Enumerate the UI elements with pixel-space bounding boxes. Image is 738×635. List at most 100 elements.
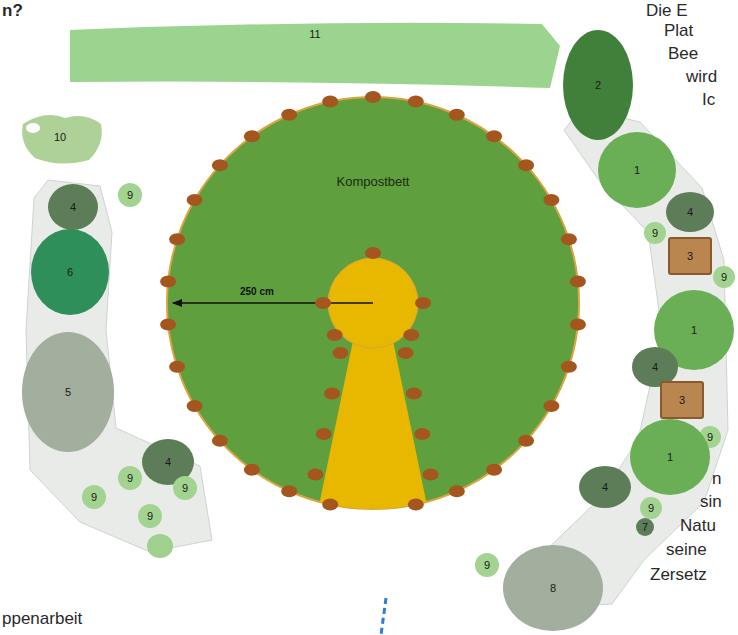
plant-circle: 7 [636, 518, 654, 536]
callout-number: 6 [67, 266, 73, 278]
border-stone [315, 297, 331, 309]
border-stone [518, 435, 534, 447]
callout-number: 9 [147, 510, 153, 522]
callout-number: 1 [667, 451, 673, 463]
border-stone [160, 319, 176, 331]
text-fragment: Bee [668, 45, 698, 64]
border-stone [281, 485, 297, 497]
callout-number: 9 [127, 472, 133, 484]
callout-number: 9 [127, 189, 133, 201]
border-stone [160, 276, 176, 288]
text-fragment: wird [686, 68, 717, 87]
plant-circle: 9 [475, 553, 499, 577]
plant-circle: 9 [640, 497, 662, 519]
text-fragment: Die E [646, 2, 688, 21]
plant-circle: 4 [48, 184, 98, 230]
border-stone [322, 96, 338, 108]
border-stone [408, 96, 424, 108]
border-stone [316, 428, 332, 440]
plant-circle: 9 [713, 266, 735, 288]
text-fragment: Zersetz [650, 566, 707, 585]
callout-number: 9 [707, 431, 713, 443]
callout-number: 7 [642, 521, 648, 533]
compost-shape [165, 95, 581, 511]
plant-square: 3 [668, 237, 712, 275]
bed-hole [26, 123, 40, 133]
dimension-label: 250 cm [240, 286, 274, 297]
text-fragment: n? [2, 2, 23, 21]
border-stone [408, 499, 424, 511]
border-stone [570, 276, 586, 288]
border-stone [543, 194, 559, 206]
border-stone [322, 499, 338, 511]
small-plant [147, 534, 173, 558]
callout-number: 11 [309, 28, 320, 40]
bed-fill [22, 115, 102, 163]
border-stone [169, 233, 185, 245]
plant-circle: 9 [173, 476, 197, 500]
dashed-mark [381, 598, 386, 635]
callout-number: 4 [652, 361, 658, 373]
border-stone [365, 247, 381, 259]
plant-circle: 1 [598, 132, 676, 208]
border-stone [398, 347, 414, 359]
callout-number: 9 [652, 227, 658, 239]
band-fill [70, 23, 560, 88]
keyhole-path [317, 331, 429, 515]
border-stone [169, 361, 185, 373]
border-stone [281, 109, 297, 121]
bed-name: Kompostbett [165, 175, 581, 189]
plant-circle: 4 [579, 466, 631, 508]
plant-circle: 4 [666, 192, 714, 232]
bed-area: 10 [15, 110, 105, 165]
border-stone [212, 435, 228, 447]
border-stone [187, 194, 203, 206]
callout-number: 3 [679, 394, 685, 406]
callout-number: 4 [165, 456, 171, 468]
callout-number: 9 [182, 482, 188, 494]
callout-number: 4 [70, 201, 76, 213]
callout-number: 9 [484, 559, 490, 571]
border-stone [414, 428, 430, 440]
callout-number: 10 [54, 131, 66, 143]
border-stone [486, 464, 502, 476]
callout-number: 9 [91, 491, 97, 503]
border-stone [406, 388, 422, 400]
border-stone [423, 469, 439, 481]
plant-circle: 9 [644, 222, 666, 244]
callout-number: 4 [687, 206, 693, 218]
border-stone [486, 130, 502, 142]
plant-circle: 9 [82, 485, 106, 509]
callout-number: 9 [721, 271, 727, 283]
border-stone [403, 329, 419, 341]
callout-number: 3 [687, 250, 693, 262]
text-fragment: Plat [664, 22, 693, 41]
border-stone [212, 159, 228, 171]
border-stone [307, 469, 323, 481]
text-fragment: Natu [680, 517, 716, 536]
text-fragment: seine [666, 541, 707, 560]
border-stone [570, 319, 586, 331]
plant-circle: 5 [22, 332, 114, 452]
callout-number: 1 [634, 164, 640, 176]
text-fragment: sin [700, 493, 722, 512]
callout-number: 9 [648, 502, 654, 514]
border-stone [365, 91, 381, 103]
border-stone [543, 400, 559, 412]
text-fragment: n [712, 470, 721, 489]
plant-circle: 9 [118, 466, 142, 490]
dimension-arrow [173, 302, 373, 304]
plant-circle: 9 [118, 183, 142, 207]
border-stone [561, 233, 577, 245]
callout-number: 2 [595, 79, 601, 91]
border-stone [518, 159, 534, 171]
callout-number: 8 [550, 582, 556, 594]
plant-circle: 2 [563, 30, 633, 140]
border-stone [244, 464, 260, 476]
border-stone [244, 130, 260, 142]
plant-circle: 9 [138, 504, 162, 528]
border-stone [324, 388, 340, 400]
border-stone [415, 297, 431, 309]
border-stone [449, 109, 465, 121]
